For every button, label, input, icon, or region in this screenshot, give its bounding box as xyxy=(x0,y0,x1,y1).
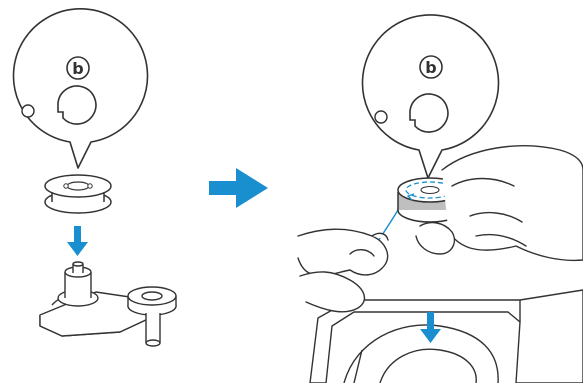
step-1-panel: b xyxy=(13,9,176,346)
arrow-right-icon xyxy=(209,168,268,208)
bobbin-slot-icon xyxy=(58,86,96,124)
arrow-down-icon xyxy=(67,226,88,256)
step-2-panel: b xyxy=(298,15,583,383)
step-2-callout-label: b xyxy=(425,58,436,77)
bobbin-icon xyxy=(45,175,111,213)
pin-hole-icon xyxy=(22,105,34,117)
step-1-callout: b xyxy=(13,9,147,168)
bobbin-slot-icon xyxy=(410,94,448,132)
pin-hole-icon xyxy=(375,111,387,123)
bobbin-winder-shaft-icon xyxy=(40,262,176,346)
step-1-callout-label: b xyxy=(72,59,83,78)
